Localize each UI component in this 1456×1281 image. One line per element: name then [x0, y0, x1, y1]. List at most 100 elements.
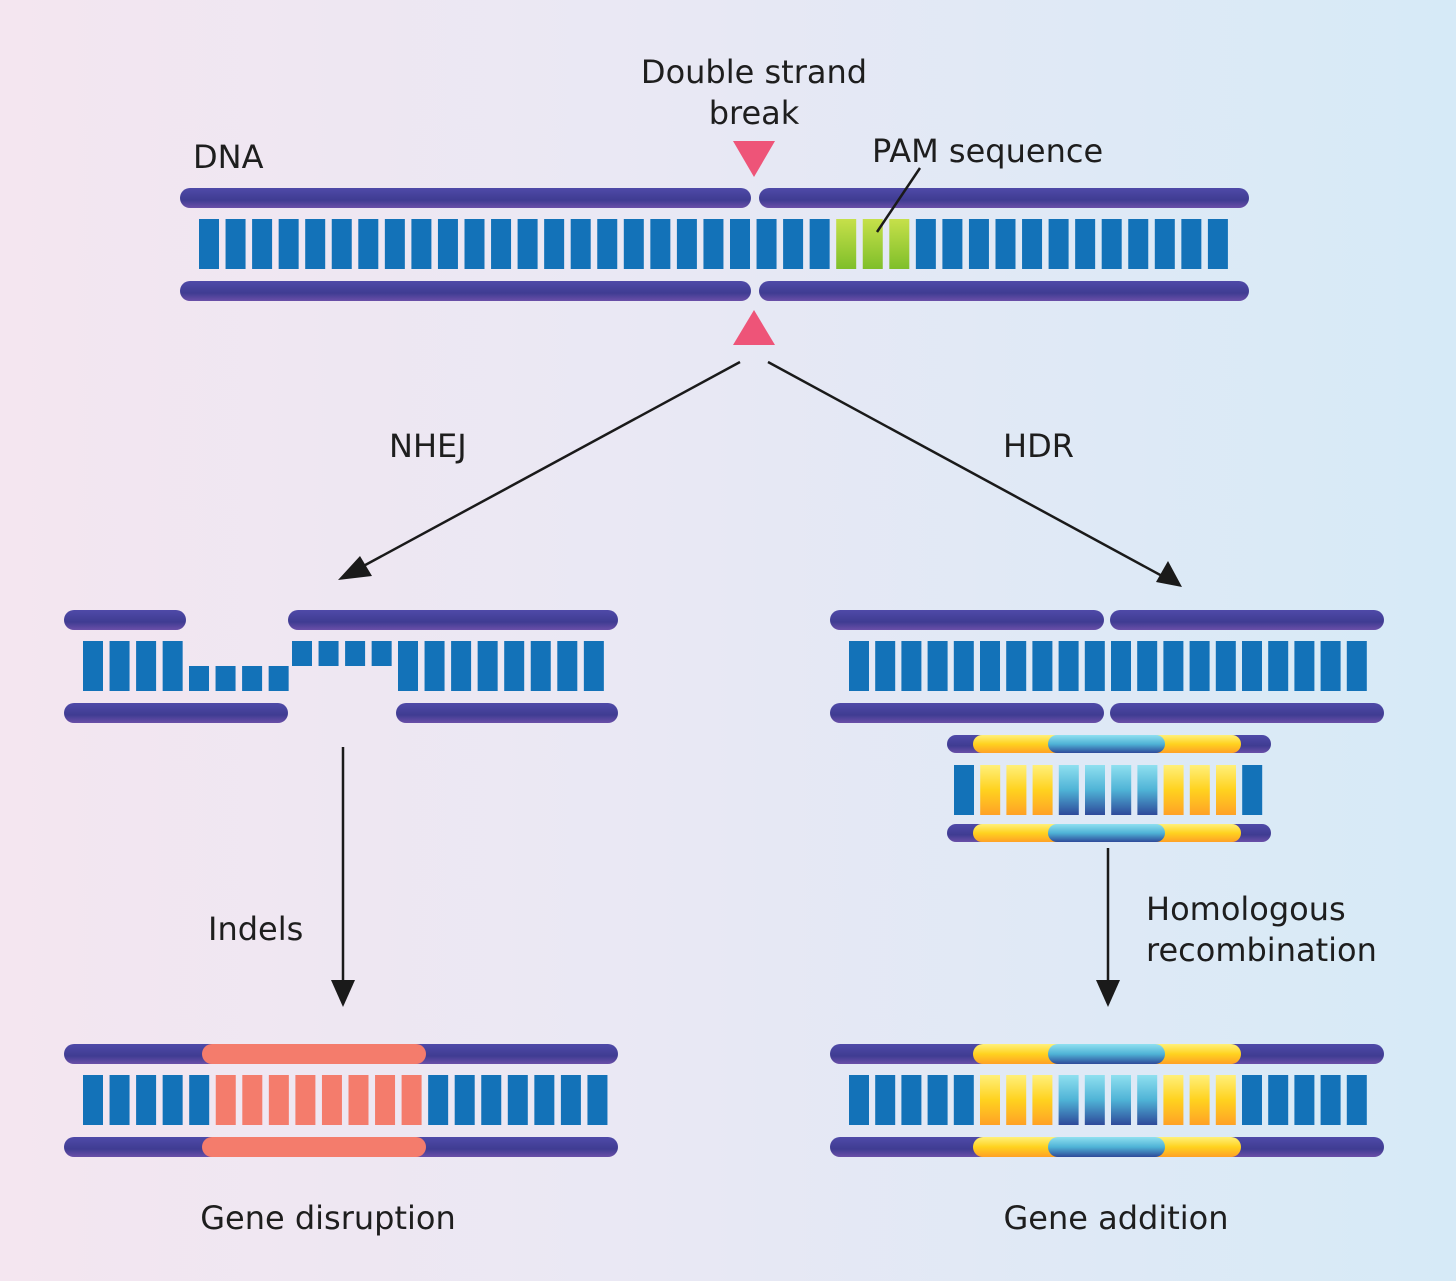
gene-addition-label: Gene addition [1003, 1199, 1228, 1237]
base-pair [730, 219, 750, 269]
backbone-top-right [759, 188, 1249, 208]
backbone-top-right [288, 610, 618, 630]
indels-label: Indels [208, 910, 303, 948]
base-pair [1346, 641, 1367, 691]
pam-pointer-line [875, 167, 922, 233]
base-pair [1111, 641, 1131, 691]
base-pair [942, 219, 963, 269]
cut-marker-top-icon [733, 141, 775, 177]
pam-base-pair [889, 219, 910, 269]
backbone-top-left [830, 610, 1104, 630]
base-pair [136, 641, 157, 691]
inserted-yellow-base-pair [1006, 1075, 1027, 1125]
donor-yellow-base-pair [1189, 765, 1210, 815]
base-pair [530, 641, 551, 691]
base-pair [809, 219, 830, 269]
base-pair [583, 641, 604, 691]
base-pair [875, 641, 896, 691]
base-pair [331, 219, 352, 269]
indel-segment-bottom [202, 1137, 426, 1157]
dna-label: DNA [193, 138, 264, 176]
indels-arrowhead-icon [331, 980, 355, 1007]
donor-cyan-segment-top [1048, 735, 1165, 753]
base-pair [424, 641, 445, 691]
donor-yellow-base-pair [1032, 765, 1053, 815]
base-pair [189, 1075, 210, 1125]
cut-marker-bottom-icon [733, 310, 775, 345]
base-pair [278, 219, 299, 269]
base-pair [1163, 641, 1184, 691]
base-pair [597, 219, 618, 269]
base-pair [534, 1075, 555, 1125]
hdr-broken-dna [830, 610, 1384, 723]
base-pair [83, 641, 103, 691]
base-pair [252, 219, 273, 269]
base-pair [1022, 219, 1043, 269]
base-pair [676, 219, 697, 269]
base-pair [995, 219, 1016, 269]
base-pair [953, 1075, 974, 1125]
short-base-pair [292, 641, 312, 666]
base-pair [927, 641, 948, 691]
base-pair [1346, 1075, 1367, 1125]
inserted-cyan-segment-top [1048, 1044, 1165, 1064]
base-pair [481, 1075, 502, 1125]
base-pair [901, 641, 922, 691]
nhej-arrow [344, 360, 741, 578]
base-pair [968, 219, 989, 269]
short-base-pair [318, 641, 339, 666]
donor-cyan-base-pair [1085, 765, 1105, 815]
donor-yellow-base-pair [1006, 765, 1027, 815]
indel-base-pair [401, 1075, 422, 1125]
backbone-bottom-right [396, 703, 618, 723]
base-pair [464, 219, 485, 269]
base-pair [927, 1075, 948, 1125]
base-pair [703, 219, 724, 269]
homologous-recombination-label-line1: Homologous [1146, 890, 1346, 928]
base-pair [384, 219, 405, 269]
indel-base-pair [348, 1075, 369, 1125]
base-pair [199, 219, 219, 269]
indel-base-pair [321, 1075, 342, 1125]
base-pair [358, 219, 379, 269]
base-pair [544, 219, 565, 269]
base-pair [557, 641, 578, 691]
gene-addition-dna [830, 1044, 1384, 1157]
short-base-pair [345, 641, 366, 666]
base-pair [491, 219, 512, 269]
indel-segment-top [202, 1044, 426, 1064]
base-pair [83, 1075, 103, 1125]
homologous-recombination-label-line2: recombination [1146, 931, 1377, 969]
inserted-yellow-base-pair [1032, 1075, 1053, 1125]
short-base-pair [268, 666, 289, 691]
dna-top-strand [180, 188, 1249, 301]
base-pair [504, 641, 525, 691]
base-pair [849, 641, 869, 691]
nhej-label: NHEJ [389, 427, 467, 465]
base-pair [477, 641, 498, 691]
nhej-broken-dna [64, 610, 618, 723]
short-base-pair [371, 641, 392, 666]
double-strand-break-label-line1: Double strand [641, 53, 867, 91]
base-pair [507, 1075, 528, 1125]
base-pair [1154, 219, 1175, 269]
recombination-arrowhead-icon [1096, 980, 1120, 1007]
base-pair [915, 219, 936, 269]
short-base-pair [242, 666, 263, 691]
base-pair [225, 219, 246, 269]
inserted-cyan-base-pair [1111, 1075, 1131, 1125]
base-pair [980, 641, 1000, 691]
indel-base-pair [295, 1075, 316, 1125]
base-pair [1320, 1075, 1341, 1125]
pam-base-pair [836, 219, 857, 269]
inserted-yellow-base-pair [980, 1075, 1000, 1125]
base-pair [1242, 1075, 1262, 1125]
double-strand-break-label-line2: break [709, 94, 800, 132]
indel-base-pair [242, 1075, 263, 1125]
backbone-bottom-right [759, 281, 1249, 301]
base-pair [1048, 219, 1069, 269]
base-pair [109, 641, 130, 691]
base-pair [437, 219, 458, 269]
